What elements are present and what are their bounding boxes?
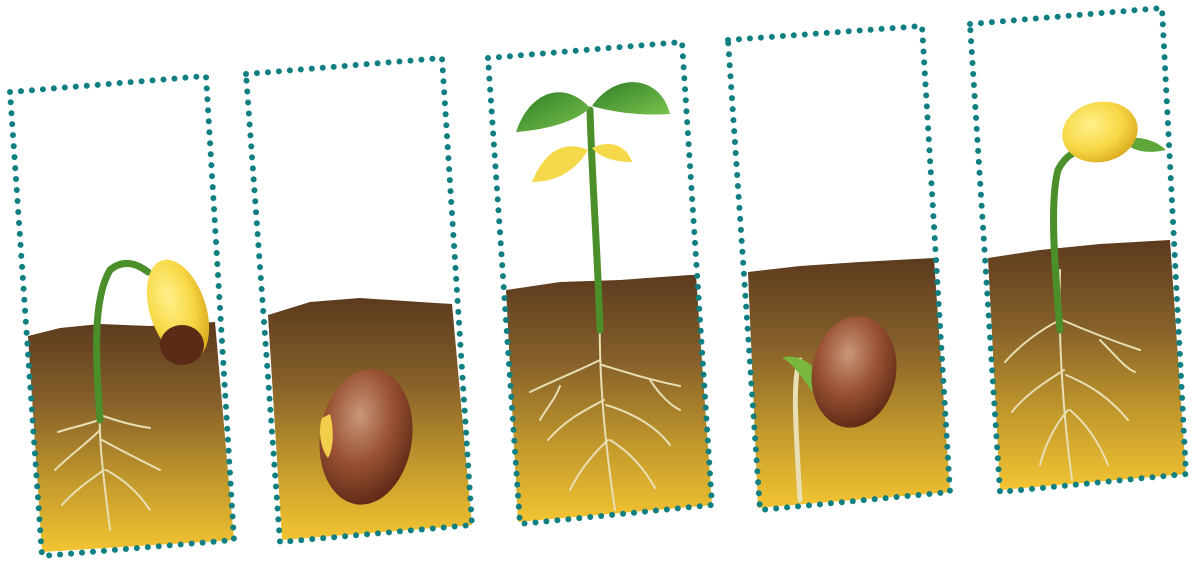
panel-3 bbox=[488, 42, 712, 524]
panel-1-soil bbox=[28, 322, 234, 552]
panel-3-right-cotyledon bbox=[592, 144, 632, 162]
panel-3-soil bbox=[506, 275, 712, 522]
panel-4 bbox=[728, 26, 950, 510]
panel-5 bbox=[970, 8, 1186, 492]
panel-3-right-leaf bbox=[592, 82, 670, 114]
panel-1 bbox=[10, 76, 234, 556]
panel-3-left-cotyledon bbox=[532, 146, 588, 182]
panel-2 bbox=[246, 58, 472, 542]
panel-5-soil bbox=[988, 240, 1186, 490]
panel-1-seed-coat bbox=[160, 325, 204, 365]
panel-3-left-leaf bbox=[516, 92, 590, 132]
